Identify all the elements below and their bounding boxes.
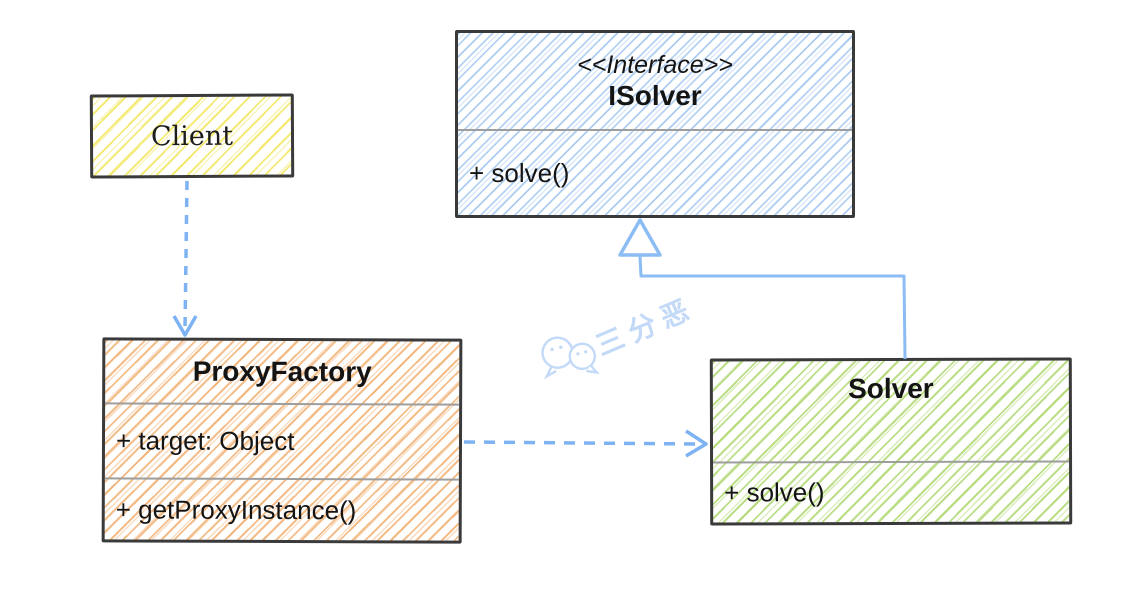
class-isolver-name: ISolver xyxy=(608,79,702,111)
class-client-name-compartment: Client xyxy=(93,96,291,175)
hollow-triangle-arrowhead xyxy=(618,218,662,257)
wechat-chat-bubbles-icon xyxy=(541,336,600,380)
dependency-arrow-client-to-proxyfactory xyxy=(172,180,198,337)
class-proxyfactory-name-compartment: ProxyFactory xyxy=(105,340,459,403)
class-client-name: Client xyxy=(150,120,234,152)
class-solver-name: Solver xyxy=(848,372,934,405)
class-proxyfactory-attribute-target: + target: Object xyxy=(115,425,295,457)
uml-class-isolver: <<Interface>> ISolver + solve() xyxy=(455,30,855,218)
class-proxyfactory-methods-compartment: + getProxyInstance() xyxy=(104,477,459,541)
realization-connector-solver-to-isolver xyxy=(618,218,907,360)
class-proxyfactory-method-getproxyinstance: + getProxyInstance() xyxy=(115,493,357,525)
watermark-text: 三分恶 xyxy=(591,292,700,362)
uml-class-proxyfactory: ProxyFactory + target: Object + getProxy… xyxy=(101,337,463,544)
class-isolver-method-solve: + solve() xyxy=(469,157,570,188)
watermark: 三分恶 xyxy=(541,292,700,380)
class-solver-methods-compartment: + solve() xyxy=(713,460,1070,523)
class-isolver-name-compartment: <<Interface>> ISolver xyxy=(458,33,852,129)
uml-class-client: Client xyxy=(89,93,295,179)
class-isolver-stereotype: <<Interface>> xyxy=(577,50,733,79)
class-solver-name-compartment: Solver xyxy=(713,361,1069,462)
class-isolver-methods-compartment: + solve() xyxy=(458,129,852,215)
class-proxyfactory-attributes-compartment: + target: Object xyxy=(104,402,460,479)
class-proxyfactory-name: ProxyFactory xyxy=(192,355,372,388)
uml-class-solver: Solver + solve() xyxy=(709,357,1073,526)
dependency-arrow-proxyfactory-to-solver xyxy=(463,429,708,458)
class-solver-method-solve: + solve() xyxy=(724,477,825,508)
